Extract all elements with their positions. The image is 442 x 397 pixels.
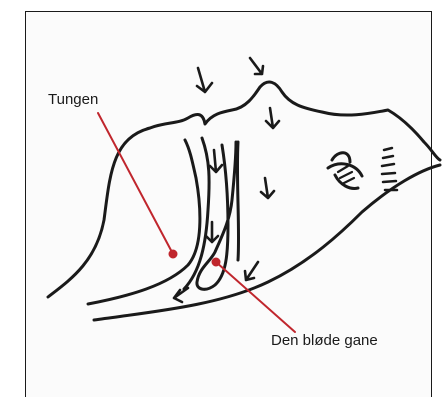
soft-palate-callout-dot	[213, 259, 220, 266]
tongue-label: Tungen	[48, 92, 98, 107]
airflow-arrow-4	[261, 178, 274, 198]
airflow-arrow-5	[210, 150, 222, 172]
eye-lashes	[382, 148, 397, 190]
airflow-arrow-3	[266, 108, 279, 128]
tongue-callout-dot	[170, 251, 177, 258]
head-profile-outline	[48, 82, 440, 297]
airflow-arrow-8	[174, 288, 188, 302]
airflow-arrow-1	[197, 68, 212, 92]
inner-cheek-line	[237, 142, 238, 260]
airflow-arrow-7	[245, 262, 258, 280]
soft-palate-label: Den bløde gane	[271, 333, 378, 348]
airflow-arrow-2	[250, 58, 263, 74]
